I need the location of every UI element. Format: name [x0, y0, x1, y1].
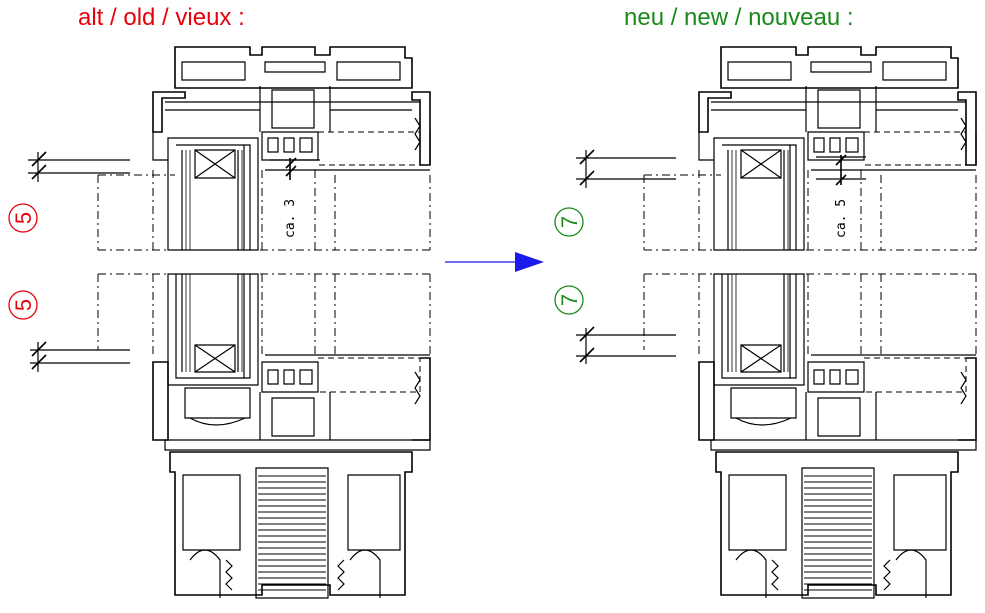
new-section-drawing: ca. 5: [576, 46, 977, 599]
new-badge-circle-bottom: [554, 285, 584, 315]
old-gap-dimension-label: ca. 3: [283, 199, 298, 238]
title-old: alt / old / vieux :: [78, 4, 245, 31]
transition-arrow: [445, 252, 544, 272]
old-gap-badge-bottom-label: 5: [11, 299, 36, 311]
old-gap-badge-top: 5: [8, 203, 38, 233]
old-badge-circle-bottom: [8, 290, 38, 320]
old-gap-badge-top-label: 5: [11, 212, 36, 224]
title-new: neu / new / nouveau :: [624, 4, 854, 31]
new-gap-badge-bottom: 7: [554, 285, 584, 315]
new-gap-badge-top: 7: [554, 207, 584, 237]
old-gap-badge-bottom: 5: [8, 290, 38, 320]
new-badge-circle-top: [554, 207, 584, 237]
new-gap-dimension-label: ca. 5: [834, 199, 849, 238]
old-badge-circle-top: [8, 203, 38, 233]
new-gap-badge-top-label: 7: [557, 216, 582, 228]
old-section-drawing: ca. 3: [28, 46, 431, 599]
new-gap-badge-bottom-label: 7: [557, 294, 582, 306]
